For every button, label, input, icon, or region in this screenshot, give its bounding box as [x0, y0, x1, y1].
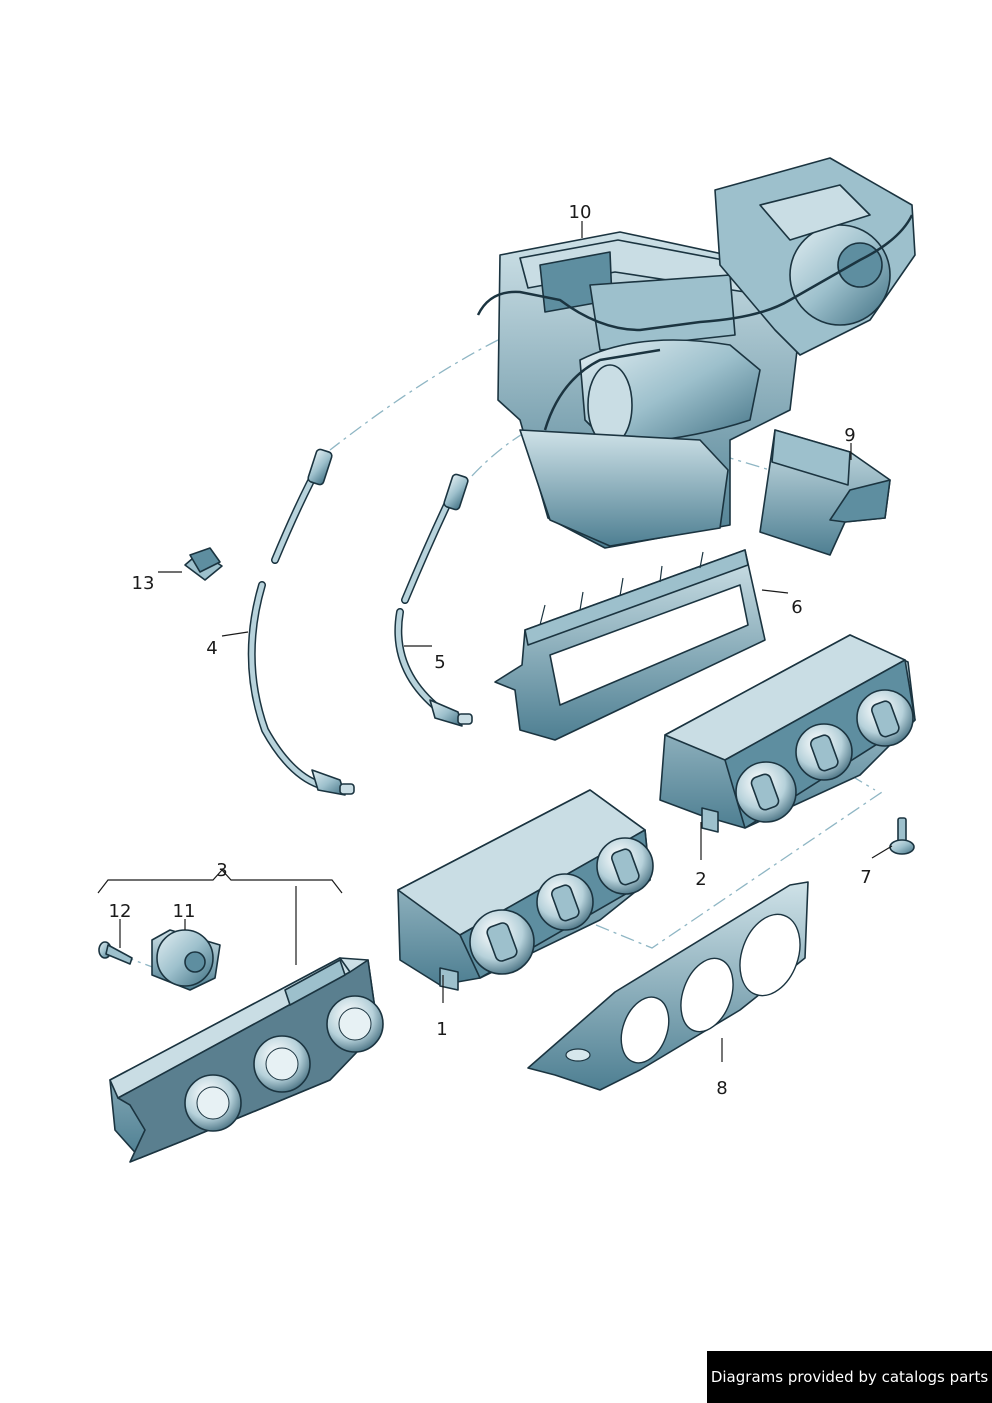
bezel-trim-part-8: [527, 881, 809, 1091]
callout-label-2: 2: [695, 869, 706, 890]
callout-label-1: 1: [436, 1019, 447, 1040]
mounting-frame-part-6: [494, 549, 766, 741]
callout-label-10: 10: [569, 202, 592, 223]
clip-part-13: [184, 547, 223, 581]
callout-label-5: 5: [434, 652, 445, 673]
callout-label-13: 13: [132, 573, 155, 594]
callout-label-12: 12: [109, 901, 132, 922]
assembly-bracket-3: [97, 869, 343, 894]
callout-label-9: 9: [844, 425, 855, 446]
air-duct-part-9: [759, 429, 891, 556]
callout-label-3: 3: [216, 860, 227, 881]
switch-part-11: [151, 929, 221, 991]
screw-part-12: [98, 941, 133, 965]
heater-housing-part-10: [476, 157, 916, 549]
credit-text: Diagrams provided by catalogs parts: [710, 1368, 989, 1386]
assembly-line-cable-4: [329, 339, 499, 451]
control-panel-part-1: [397, 789, 654, 991]
callout-label-7: 7: [860, 867, 871, 888]
control-panel-part-2: [659, 634, 916, 833]
leader-line-7: [871, 845, 893, 859]
credit-banner: Diagrams provided by catalogs parts: [707, 1351, 992, 1403]
assembly-line-panel-1: [595, 789, 886, 949]
leader-line-4: [221, 631, 249, 637]
bowden-cable-part-5: [394, 473, 473, 727]
callout-label-11: 11: [173, 901, 196, 922]
callout-label-4: 4: [206, 638, 217, 659]
screw-part-7: [889, 817, 915, 855]
bowden-cable-part-4: [247, 448, 355, 796]
control-unit-part-3: [109, 957, 384, 1163]
callout-label-8: 8: [716, 1078, 727, 1099]
callout-label-6: 6: [791, 597, 802, 618]
leader-line-6: [761, 589, 789, 594]
